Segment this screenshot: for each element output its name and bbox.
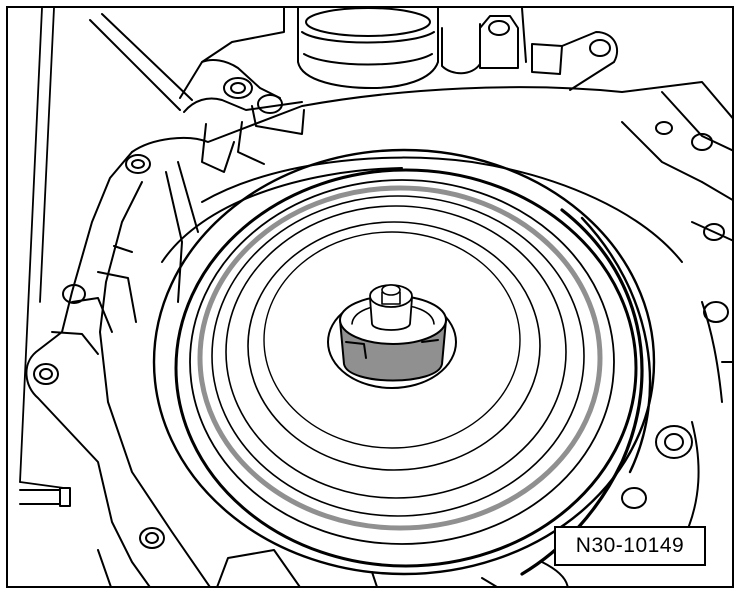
figure-code-label: N30-10149 (554, 526, 706, 566)
upper-shaft (297, 8, 481, 89)
center-hub (327, 284, 457, 389)
transmission-housing-drawing (19, 8, 732, 586)
illustration-frame: N30-10149 (6, 6, 734, 588)
lower-housing (97, 549, 569, 586)
upper-housing (179, 8, 305, 173)
housing-flange (25, 81, 732, 586)
diagonal-rod (89, 13, 193, 111)
bottom-left-tube (19, 487, 71, 507)
flange-bolt-holes (33, 121, 729, 549)
flange-ribs (51, 161, 199, 355)
left-edge-lines (19, 8, 65, 489)
seal-plate (152, 148, 683, 576)
top-right-fitting (479, 8, 619, 91)
